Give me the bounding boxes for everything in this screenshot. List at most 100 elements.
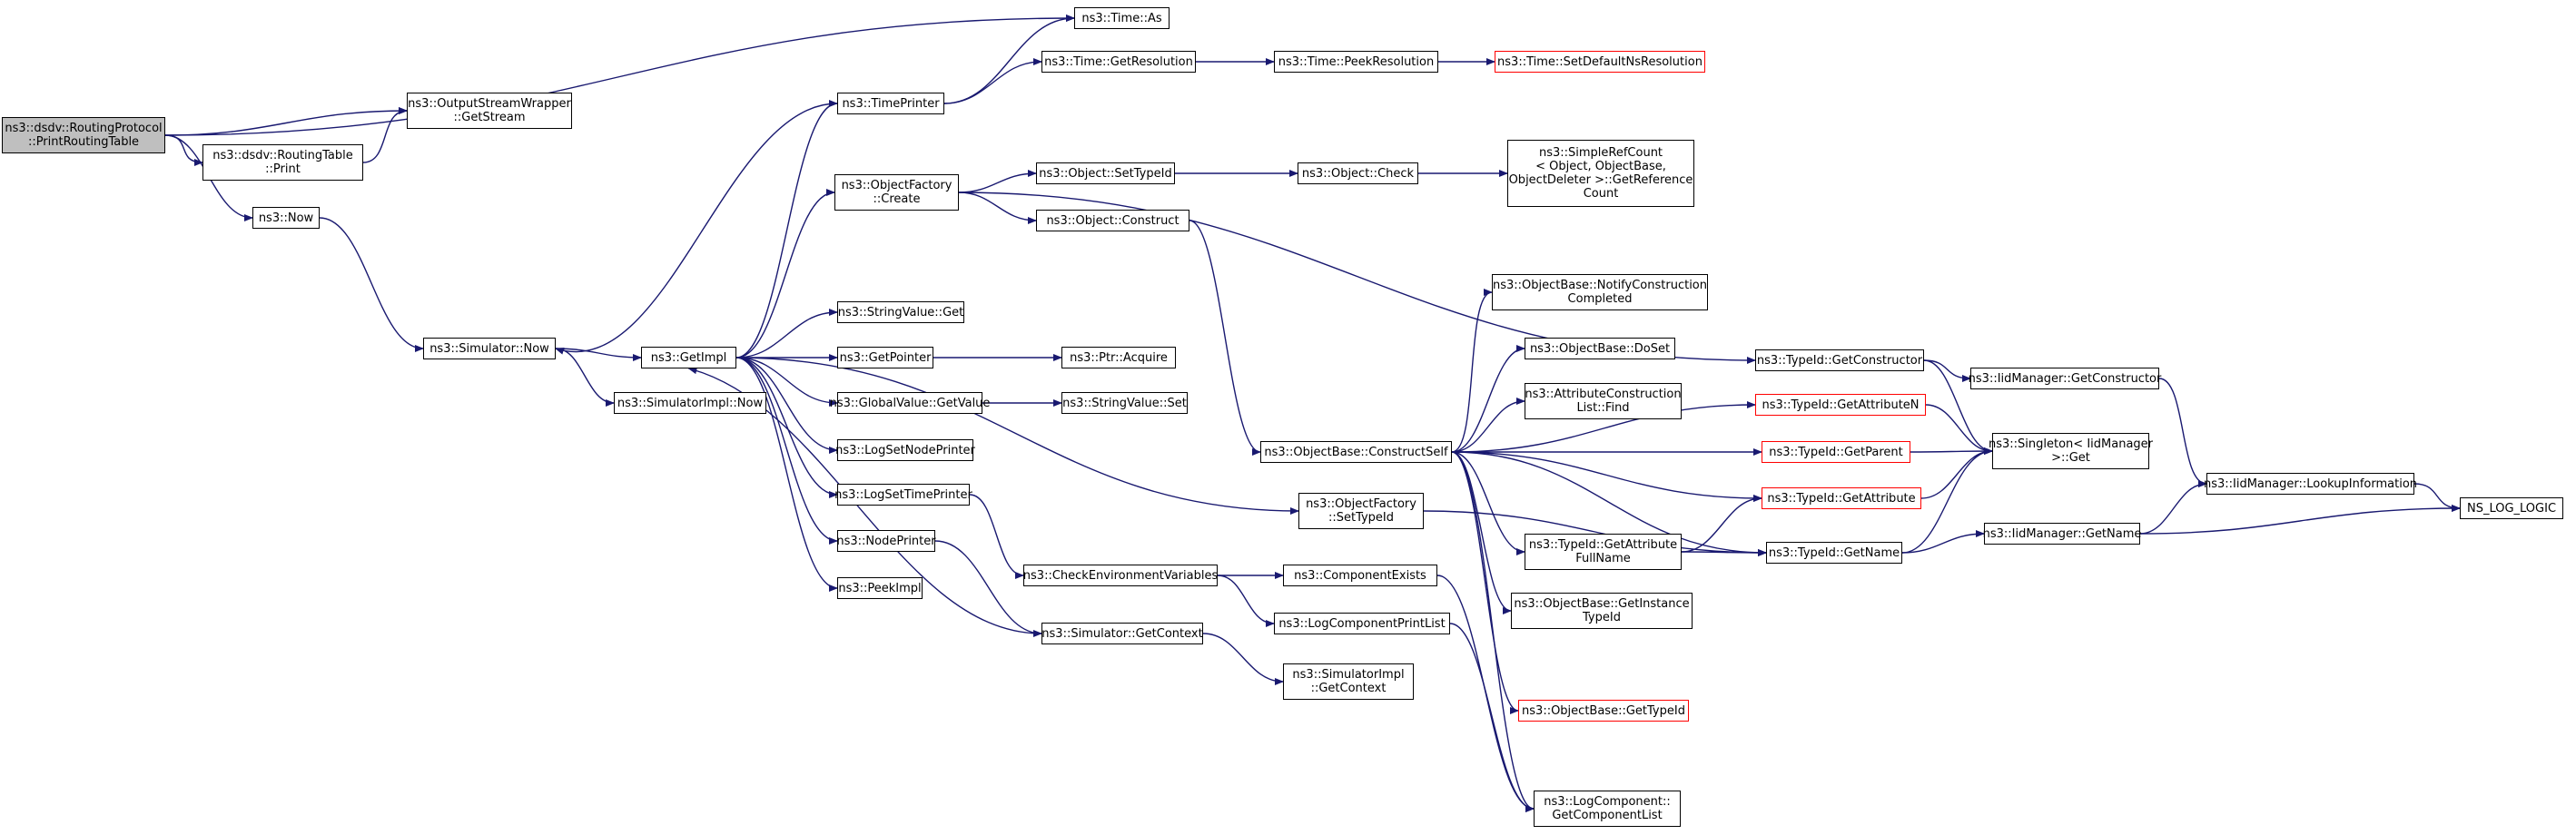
node-label-line: NS_LOG_LOGIC xyxy=(2466,501,2557,516)
node-label-line: ns3::ComponentExists xyxy=(1294,568,1426,583)
node-checkenv[interactable]: ns3::CheckEnvironmentVariables xyxy=(1023,565,1218,586)
node-iidmanager-getconstructor[interactable]: ns3::IidManager::GetConstructor xyxy=(1968,368,2162,389)
edge-objfactory-settypeid-to-typeid-getname xyxy=(1423,510,1767,556)
node-typeid-getattribute[interactable]: ns3::TypeId::GetAttribute xyxy=(1762,487,1921,509)
node-now[interactable]: ns3::Now xyxy=(252,207,320,229)
node-iidmanager-getname[interactable]: ns3::IidManager::GetName xyxy=(1983,523,2141,545)
node-peekimpl[interactable]: ns3::PeekImpl xyxy=(837,577,923,599)
node-rt-print[interactable]: ns3::dsdv::RoutingTable::Print xyxy=(202,144,363,181)
node-iidmanager-lookup[interactable]: ns3::IidManager::LookupInformation xyxy=(2203,473,2418,495)
node-globalvalue-getvalue[interactable]: ns3::GlobalValue::GetValue xyxy=(830,392,990,414)
node-time-getresolution[interactable]: ns3::Time::GetResolution xyxy=(1041,51,1196,73)
node-stringvalue-set[interactable]: ns3::StringValue::Set xyxy=(1061,392,1188,414)
edge-getimpl-to-logsettimeprinter xyxy=(735,357,838,498)
node-label-line: ns3::SimpleRefCount xyxy=(1538,146,1663,160)
node-label-line: ns3::dsdv::RoutingTable xyxy=(212,149,353,162)
node-object-construct[interactable]: ns3::Object::Construct xyxy=(1036,210,1189,231)
node-objbase-doset[interactable]: ns3::ObjectBase::DoSet xyxy=(1525,338,1675,359)
node-getpointer[interactable]: ns3::GetPointer xyxy=(837,347,933,368)
node-label-line: GetComponentList xyxy=(1552,809,1663,822)
node-label-line: ns3::IidManager::GetConstructor xyxy=(1968,371,2162,386)
node-label-line: ns3::ObjectBase::GetTypeId xyxy=(1522,703,1685,718)
node-label-line: ::Create xyxy=(873,192,921,206)
edge-root-to-time-as xyxy=(164,15,1075,136)
edge-iidmanager-getconstructor-to-iidmanager-lookup xyxy=(2158,378,2207,487)
edge-typeid-getattributen-to-singleton-get xyxy=(1925,404,1993,455)
node-label-line: TypeId xyxy=(1583,611,1621,624)
node-label-line: ns3::Time::PeekResolution xyxy=(1278,54,1435,69)
node-label-line: ns3::LogSetTimePrinter xyxy=(834,487,972,502)
node-label-line: >::Get xyxy=(2051,451,2090,465)
node-logsettimeprinter[interactable]: ns3::LogSetTimePrinter xyxy=(834,484,972,506)
node-label-line: ns3::StringValue::Set xyxy=(1062,396,1187,410)
node-ptr-acquire[interactable]: ns3::Ptr::Acquire xyxy=(1061,347,1176,368)
node-sim-now[interactable]: ns3::Simulator::Now xyxy=(423,338,556,359)
node-label-line: ns3::TypeId::GetAttribute xyxy=(1528,538,1678,552)
node-label-line: ns3::Time::As xyxy=(1081,11,1162,25)
node-label-line: ns3::TimePrinter xyxy=(842,96,940,111)
node-label-line: ns3::Ptr::Acquire xyxy=(1070,350,1168,365)
node-label-line: ns3::TypeId::GetName xyxy=(1768,545,1900,560)
node-componentexists[interactable]: ns3::ComponentExists xyxy=(1283,565,1437,586)
node-label-line: ns3::CheckEnvironmentVariables xyxy=(1022,568,1219,583)
node-time-peekresolution[interactable]: ns3::Time::PeekResolution xyxy=(1274,51,1438,73)
node-logsetnodeprinter[interactable]: ns3::LogSetNodePrinter xyxy=(835,439,975,461)
node-label-line: ns3::ObjectBase::GetInstance xyxy=(1514,597,1690,611)
edge-getimpl-to-globalvalue-getvalue xyxy=(735,357,838,407)
node-osw-getstream[interactable]: ns3::OutputStreamWrapper::GetStream xyxy=(407,93,572,129)
node-singleton-get[interactable]: ns3::Singleton< IidManager>::Get xyxy=(1989,433,2153,469)
node-simimpl-getcontext[interactable]: ns3::SimulatorImpl::GetContext xyxy=(1283,663,1414,700)
node-objfactory-create[interactable]: ns3::ObjectFactory::Create xyxy=(834,174,959,211)
edge-objbase-constructself-to-typeid-getname xyxy=(1451,451,1767,556)
node-logcomponent-getlist[interactable]: ns3::LogComponent::GetComponentList xyxy=(1534,791,1681,827)
node-label-line: ns3::LogComponentPrintList xyxy=(1278,616,1446,631)
node-object-settypeid[interactable]: ns3::Object::SetTypeId xyxy=(1036,162,1175,184)
edge-typeid-getname-to-singleton-get xyxy=(1901,447,1993,554)
node-objfactory-settypeid[interactable]: ns3::ObjectFactory::SetTypeId xyxy=(1298,493,1424,529)
node-label-line: ns3::dsdv::RoutingProtocol xyxy=(5,122,163,135)
node-label-line: ::GetStream xyxy=(453,111,526,124)
node-logcomponentprintlist[interactable]: ns3::LogComponentPrintList xyxy=(1274,613,1450,634)
node-time-setdefaultns[interactable]: ns3::Time::SetDefaultNsResolution xyxy=(1495,51,1705,73)
node-stringvalue-get[interactable]: ns3::StringValue::Get xyxy=(837,301,964,323)
node-ns-log-logic[interactable]: NS_LOG_LOGIC xyxy=(2460,497,2563,519)
node-typeid-getparent[interactable]: ns3::TypeId::GetParent xyxy=(1762,441,1910,463)
edge-objbase-constructself-to-logcomponent-getlist xyxy=(1451,451,1535,812)
node-sim-getcontext[interactable]: ns3::Simulator::GetContext xyxy=(1041,623,1203,644)
edge-nodeprinter-to-sim-getcontext xyxy=(934,540,1042,637)
node-label-line: ::PrintRoutingTable xyxy=(27,135,140,149)
node-objbase-gettypeid[interactable]: ns3::ObjectBase::GetTypeId xyxy=(1518,700,1689,722)
edge-getimpl-to-objfactory-create xyxy=(735,189,835,359)
node-typeid-getname[interactable]: ns3::TypeId::GetName xyxy=(1766,542,1902,564)
node-nodeprinter[interactable]: ns3::NodePrinter xyxy=(836,530,936,552)
edge-iidmanager-lookup-to-ns-log-logic xyxy=(2413,483,2461,512)
node-label-line: FullName xyxy=(1575,552,1631,565)
node-label-line: ns3::TypeId::GetParent xyxy=(1769,445,1903,459)
node-label-line: ns3::IidManager::LookupInformation xyxy=(2203,476,2418,491)
node-objbase-constructself[interactable]: ns3::ObjectBase::ConstructSelf xyxy=(1260,441,1452,463)
node-label-line: Completed xyxy=(1567,292,1633,306)
edge-iidmanager-getname-to-ns-log-logic xyxy=(2139,505,2461,535)
node-label-line: ns3::SimulatorImpl xyxy=(1292,668,1405,682)
node-label-line: ns3::TypeId::GetAttributeN xyxy=(1762,398,1920,412)
node-object-check[interactable]: ns3::Object::Check xyxy=(1298,162,1418,184)
node-time-as[interactable]: ns3::Time::As xyxy=(1074,7,1170,29)
node-label-line: ns3::AttributeConstruction xyxy=(1525,388,1682,401)
node-typeid-getattributen[interactable]: ns3::TypeId::GetAttributeN xyxy=(1755,394,1926,416)
node-getimpl[interactable]: ns3::GetImpl xyxy=(641,347,736,368)
node-simplerefcount[interactable]: ns3::SimpleRefCount< Object, ObjectBase,… xyxy=(1507,140,1694,207)
edge-getimpl-to-timeprinter xyxy=(735,100,838,359)
node-simimpl-now[interactable]: ns3::SimulatorImpl::Now xyxy=(614,392,766,414)
node-label-line: ns3::Time::GetResolution xyxy=(1044,54,1193,69)
node-timeprinter[interactable]: ns3::TimePrinter xyxy=(837,93,944,114)
node-typeid-getconstructor[interactable]: ns3::TypeId::GetConstructor xyxy=(1755,349,1924,371)
edge-typeid-getattrfullname-to-typeid-getname xyxy=(1681,548,1767,556)
node-label-line: ns3::GetPointer xyxy=(839,350,932,365)
node-label-line: ns3::GlobalValue::GetValue xyxy=(829,396,991,410)
edge-sim-getcontext-to-simimpl-getcontext xyxy=(1202,633,1284,685)
